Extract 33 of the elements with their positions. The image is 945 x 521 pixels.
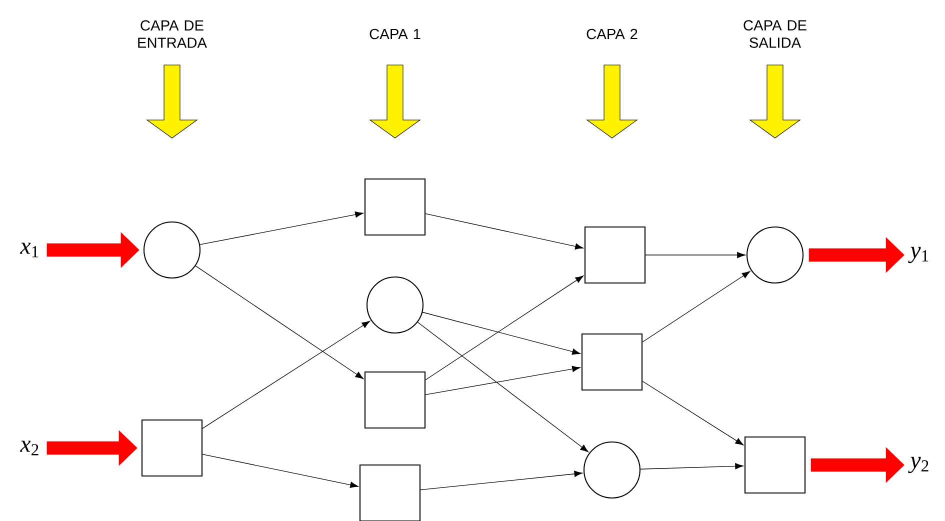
neuron-box bbox=[141, 419, 203, 477]
connection-arrow bbox=[420, 470, 583, 490]
connection-arrow bbox=[202, 320, 370, 429]
connection-arrow bbox=[200, 212, 364, 245]
neuron-box bbox=[359, 464, 421, 521]
layer-label: CAPA DE ENTRADA bbox=[138, 20, 207, 48]
neuron-box bbox=[744, 436, 806, 494]
connection-arrow bbox=[195, 266, 364, 380]
connection-arrow bbox=[645, 252, 746, 258]
variable-label: x$_{2}$ bbox=[20, 440, 38, 456]
neuron-box bbox=[581, 333, 643, 391]
neuron-circle bbox=[143, 221, 201, 279]
variable-label: y$_{1}$ bbox=[908, 246, 928, 264]
neuron-circle bbox=[366, 276, 424, 334]
connection-arrow bbox=[425, 276, 584, 380]
neuron-box bbox=[584, 226, 646, 284]
connection-arrow bbox=[642, 271, 750, 342]
connection-arrow bbox=[202, 454, 358, 488]
neuron-box bbox=[364, 178, 426, 236]
layer-label: CAPA 1 bbox=[370, 28, 420, 40]
variable-label: y$_{2}$ bbox=[908, 456, 928, 474]
neuron-box bbox=[364, 371, 426, 429]
neuron-circle bbox=[583, 441, 641, 499]
variable-label: x$_{1}$ bbox=[20, 242, 38, 258]
connection-arrow bbox=[640, 463, 744, 470]
connection-arrow bbox=[422, 312, 580, 355]
layer-label: CAPA 2 bbox=[586, 28, 638, 40]
connection-arrow bbox=[642, 380, 744, 446]
layer-label: CAPA DE SALIDA bbox=[744, 20, 806, 48]
connection-arrow bbox=[425, 366, 580, 395]
connection-arrow bbox=[417, 322, 588, 452]
connection-arrow bbox=[425, 213, 584, 250]
neuron-circle bbox=[746, 226, 804, 284]
